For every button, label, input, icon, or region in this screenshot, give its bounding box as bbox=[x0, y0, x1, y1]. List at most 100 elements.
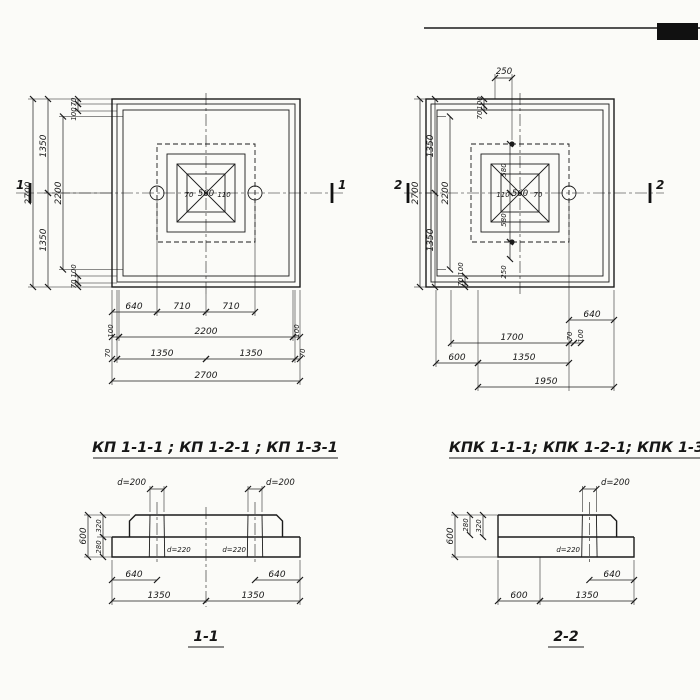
dim-100: 100 bbox=[577, 329, 585, 343]
dim-250: 250 bbox=[500, 265, 508, 279]
dim-710: 710 bbox=[173, 302, 190, 312]
dim-100: 100 bbox=[107, 324, 115, 338]
foundation-types-left: КП 1-1-1 ; КП 1-2-1 ; КП 1-3-1 bbox=[92, 440, 338, 456]
dim-half-bottom: 1350 bbox=[39, 228, 49, 251]
dim-600: 600 bbox=[448, 353, 465, 363]
dim-half-top: 1350 bbox=[426, 134, 436, 157]
pyramid-diagonal-2 bbox=[176, 163, 236, 223]
dim-280: 280 bbox=[95, 540, 103, 554]
section-view-2-2: d=200 600 280 320 d=220 640 600 1350 2-2 bbox=[446, 478, 638, 648]
dim-inner-vertical: 2200 bbox=[54, 181, 64, 204]
dim-edge-100: 100 bbox=[457, 262, 465, 276]
title-block-mark bbox=[657, 23, 698, 40]
dim-overall-vertical: 2700 bbox=[24, 181, 34, 204]
dim-inner-vertical: 2200 bbox=[441, 181, 451, 204]
pyramid-square-2 bbox=[490, 163, 550, 223]
pipe-wall bbox=[261, 514, 264, 558]
dim-edge-100: 100 bbox=[70, 264, 78, 278]
dim-half-bottom: 1350 bbox=[426, 228, 436, 251]
dim-pocket-wall: 110 bbox=[217, 191, 231, 199]
dim-250: 250 bbox=[496, 67, 512, 77]
pyramid-diagonal-2 bbox=[490, 163, 550, 223]
section-mark-label: 2 bbox=[394, 178, 402, 192]
foundation-profile bbox=[111, 514, 301, 558]
dim-100: 100 bbox=[293, 324, 301, 338]
dim-1350: 1350 bbox=[148, 591, 171, 601]
plan-view-right: 2 2 250 100 70 2700 1350 1350 2200 100 7… bbox=[394, 67, 664, 391]
dim-pocket-wall: 70 bbox=[185, 191, 194, 199]
dim-320: 320 bbox=[95, 519, 103, 533]
dim-d200: d=200 bbox=[117, 478, 146, 488]
dim-overall-vertical: 2700 bbox=[411, 181, 421, 204]
dim-600: 600 bbox=[510, 591, 527, 601]
pyramid-square-1 bbox=[166, 153, 246, 233]
dim-edge-70: 70 bbox=[70, 97, 78, 106]
section-view-1-1: d=200 d=200 600 320 280 d=220 d=220 640 … bbox=[79, 478, 304, 648]
dim-580: 580 bbox=[500, 213, 508, 227]
dim-1350: 1350 bbox=[513, 353, 536, 363]
dim-70: 70 bbox=[299, 348, 307, 357]
foundation-profile bbox=[497, 514, 635, 558]
dim-edge-100: 100 bbox=[70, 107, 78, 121]
dim-600: 600 bbox=[446, 527, 456, 544]
anchor-hole-left bbox=[149, 185, 165, 201]
dim-pocket-wall: 110 bbox=[496, 191, 510, 199]
dim-pocket-width: 560 bbox=[198, 189, 214, 199]
section-title: 1-1 bbox=[193, 629, 218, 645]
dim-d220: d=220 bbox=[222, 546, 246, 554]
dim-1950: 1950 bbox=[535, 377, 558, 387]
pocket-square bbox=[186, 173, 226, 213]
dim-d220: d=220 bbox=[167, 546, 191, 554]
type-label-left: КП 1-1-1 ; КП 1-2-1 ; КП 1-3-1 bbox=[92, 440, 338, 459]
section-title: 2-2 bbox=[553, 629, 578, 645]
dim-320: 320 bbox=[475, 519, 483, 533]
pipe-wall bbox=[595, 514, 598, 558]
anchor-hole-right bbox=[561, 185, 577, 201]
hidden-step-square bbox=[470, 143, 570, 243]
foundation-types-right: КПК 1-1-1; КПК 1-2-1; КПК 1-3-1 bbox=[449, 440, 700, 456]
pipe-wall bbox=[163, 514, 166, 558]
plan-view-left: 1 1 2700 1350 1350 2200 70 100 100 70 70… bbox=[16, 93, 346, 385]
dim-100: 100 bbox=[476, 96, 484, 110]
pipe-wall bbox=[148, 514, 151, 558]
border-square-2 bbox=[116, 103, 296, 283]
type-label-right: КПК 1-1-1; КПК 1-2-1; КПК 1-3-1 bbox=[449, 440, 700, 459]
dim-edge-70: 70 bbox=[70, 279, 78, 288]
dim-edge-70: 70 bbox=[457, 277, 465, 286]
dim-d200: d=200 bbox=[601, 478, 630, 488]
dim-1350: 1350 bbox=[576, 591, 599, 601]
dim-640: 640 bbox=[268, 570, 285, 580]
section-mark-label: 2 bbox=[656, 178, 664, 192]
dim-1350: 1350 bbox=[242, 591, 265, 601]
dim-1350: 1350 bbox=[151, 349, 174, 359]
pocket-square bbox=[500, 173, 540, 213]
anchor-hole-right bbox=[247, 185, 263, 201]
hidden-step-square bbox=[156, 143, 256, 243]
section-mark-label: 1 bbox=[16, 178, 24, 192]
dim-600: 600 bbox=[79, 527, 89, 544]
dim-580: 580 bbox=[500, 163, 508, 177]
dim-640: 640 bbox=[583, 310, 600, 320]
pipe-wall bbox=[246, 514, 249, 558]
dim-half-top: 1350 bbox=[39, 134, 49, 157]
dim-d220: d=220 bbox=[556, 546, 580, 554]
border-square-3 bbox=[122, 109, 290, 277]
dim-d200: d=200 bbox=[266, 478, 295, 488]
pipe-wall bbox=[581, 514, 583, 558]
dim-1700: 1700 bbox=[501, 333, 524, 343]
dim-1350: 1350 bbox=[240, 349, 263, 359]
pyramid-square-1 bbox=[480, 153, 560, 233]
dim-640: 640 bbox=[603, 570, 620, 580]
dim-640: 640 bbox=[125, 570, 142, 580]
dim-70: 70 bbox=[566, 331, 574, 340]
dim-280: 280 bbox=[462, 518, 470, 532]
dim-2200: 2200 bbox=[195, 327, 218, 337]
pyramid-square-2 bbox=[176, 163, 236, 223]
dim-640: 640 bbox=[125, 302, 142, 312]
dim-pocket-wall: 70 bbox=[534, 191, 543, 199]
section-mark-label: 1 bbox=[338, 178, 346, 192]
sheet-frame bbox=[424, 23, 700, 40]
dim-710: 710 bbox=[222, 302, 239, 312]
